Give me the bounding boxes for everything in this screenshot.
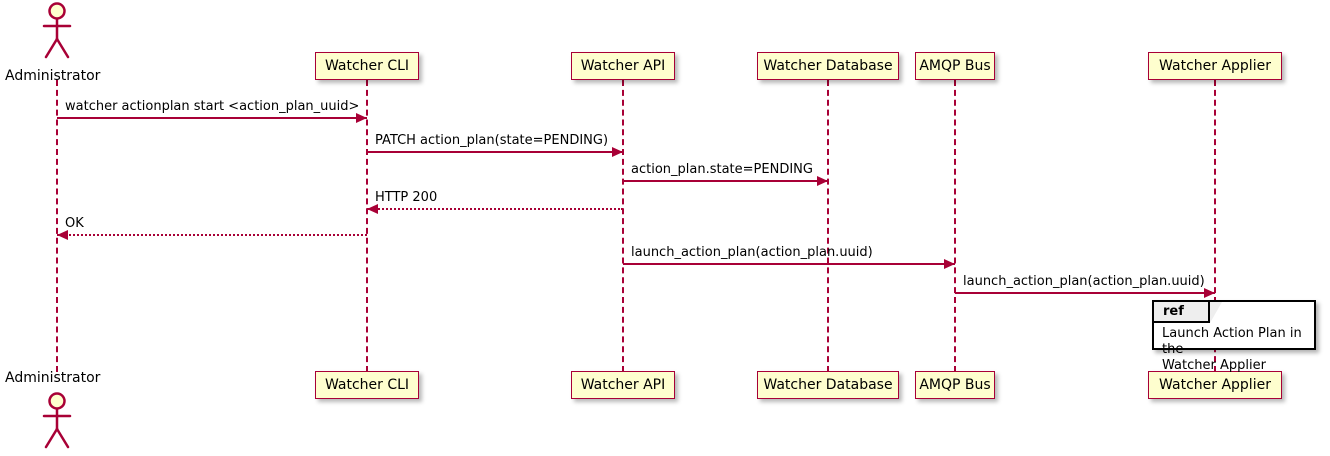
message-line-m1 [57, 117, 367, 119]
participant-box-watcher_cli-top[interactable]: Watcher CLI [315, 52, 419, 80]
ref-fragment-tab-label: ref [1154, 302, 1210, 323]
participant-box-watcher_api-bottom[interactable]: Watcher API [571, 371, 675, 399]
participant-box-watcher_applier-top[interactable]: Watcher Applier [1148, 52, 1282, 80]
arrow-head-m4 [367, 204, 378, 214]
participant-box-watcher_api-top[interactable]: Watcher API [571, 52, 675, 80]
message-line-m7 [955, 292, 1215, 294]
message-label-m6: launch_action_plan(action_plan.uuid) [631, 245, 873, 260]
arrow-head-m7 [1204, 288, 1215, 298]
lifeline-watcher_cli [366, 80, 368, 372]
arrow-head-m1 [356, 113, 367, 123]
actor-figure-administrator-bottom [36, 392, 78, 452]
message-line-m2 [367, 151, 623, 153]
participant-box-amqp_bus-bottom[interactable]: AMQP Bus [914, 371, 996, 399]
participant-box-watcher_database-top[interactable]: Watcher Database [757, 52, 899, 80]
arrow-head-m3 [817, 176, 828, 186]
actor-label-administrator-bottom: Administrator [5, 370, 101, 386]
message-line-m6 [623, 263, 955, 265]
message-label-m4: HTTP 200 [375, 190, 438, 205]
message-line-m4 [367, 208, 623, 210]
lifeline-administrator [56, 80, 58, 372]
participant-box-watcher_database-bottom[interactable]: Watcher Database [757, 371, 899, 399]
arrow-head-m5 [57, 230, 68, 240]
arrow-head-m2 [612, 147, 623, 157]
message-label-m2: PATCH action_plan(state=PENDING) [375, 133, 609, 148]
participant-box-watcher_cli-bottom[interactable]: Watcher CLI [315, 371, 419, 399]
participant-box-amqp_bus-top[interactable]: AMQP Bus [914, 52, 996, 80]
message-line-m5 [57, 234, 367, 236]
arrow-head-m6 [944, 259, 955, 269]
message-line-m3 [623, 180, 828, 182]
lifeline-watcher_applier [1214, 80, 1216, 372]
message-label-m3: action_plan.state=PENDING [631, 162, 813, 177]
message-label-m5: OK [65, 216, 84, 231]
ref-fragment-notch [1210, 302, 1222, 323]
ref-fragment-text: Launch Action Plan in the Watcher Applie… [1162, 326, 1302, 373]
lifeline-watcher_database [827, 80, 829, 372]
lifeline-watcher_api [622, 80, 624, 372]
actor-figure-administrator [36, 2, 78, 62]
message-label-m7: launch_action_plan(action_plan.uuid) [963, 274, 1205, 289]
message-label-m1: watcher actionplan start <action_plan_uu… [65, 99, 360, 114]
actor-label-administrator-top: Administrator [5, 68, 101, 84]
participant-box-watcher_applier-bottom[interactable]: Watcher Applier [1148, 371, 1282, 399]
lifeline-amqp_bus [954, 80, 956, 372]
